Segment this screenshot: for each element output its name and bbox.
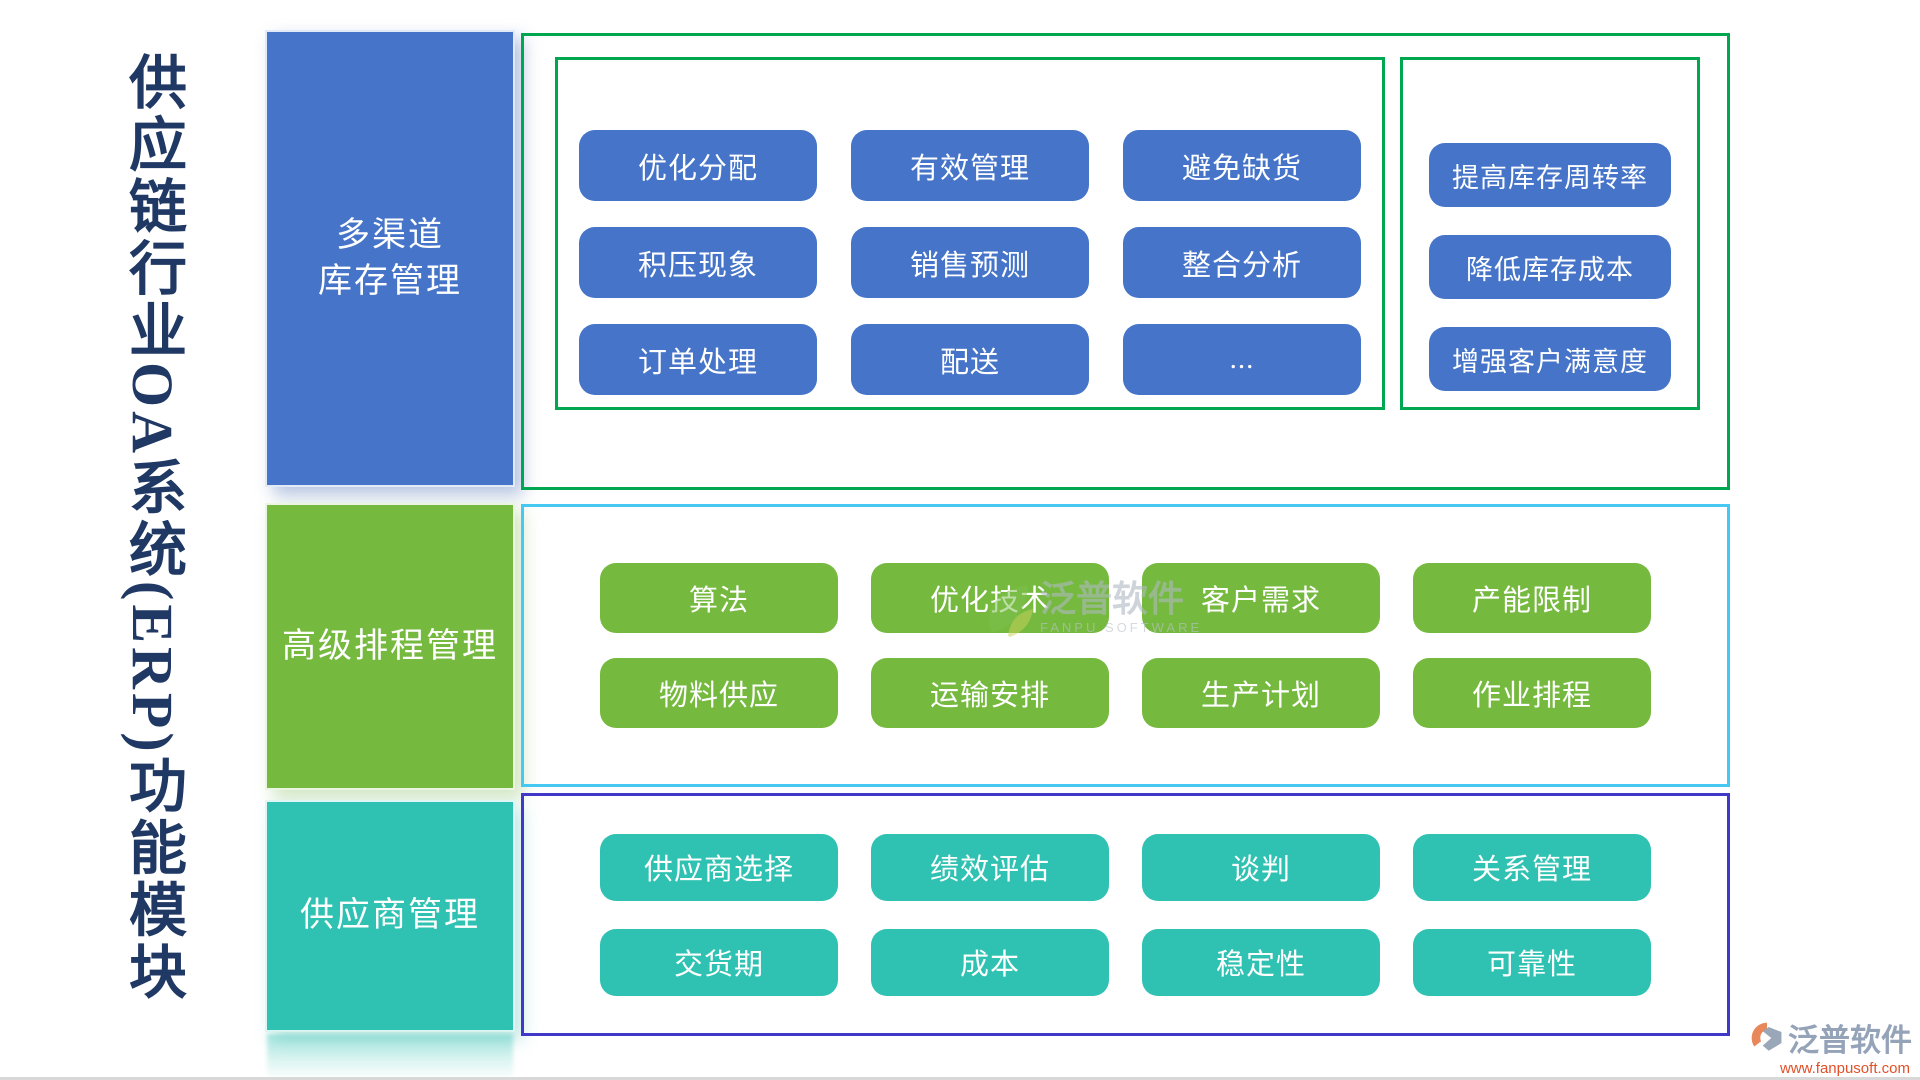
inventory-item: 积压现象 <box>579 227 817 298</box>
page-title: 供应链行业OA系统(ERP)功能模块 <box>120 52 185 1004</box>
inventory-item: 销售预测 <box>851 227 1089 298</box>
section-header-inventory-line1: 多渠道 <box>336 216 444 254</box>
supplier-item: 稳定性 <box>1142 928 1380 996</box>
inventory-outcome-item: 增强客户满意度 <box>1429 327 1671 391</box>
inventory-outcome-box: 提高库存周转率 降低库存成本 增强客户满意度 <box>1400 57 1700 410</box>
scheduling-item: 客户需求 <box>1142 563 1380 633</box>
section-header-scheduling-label: 高级排程管理 <box>282 627 498 665</box>
inventory-item: 优化分配 <box>579 130 817 201</box>
section-header-scheduling: 高级排程管理 <box>265 503 515 790</box>
supplier-grid: 供应商选择 绩效评估 谈判 关系管理 交货期 成本 稳定性 可靠性 <box>524 796 1727 1033</box>
supplier-item: 可靠性 <box>1413 928 1651 996</box>
scheduling-item: 生产计划 <box>1142 658 1380 728</box>
inventory-outcome-item: 降低库存成本 <box>1429 235 1671 299</box>
scheduling-item: 算法 <box>600 563 838 633</box>
supplier-item: 关系管理 <box>1413 833 1651 901</box>
scheduling-item: 产能限制 <box>1413 563 1651 633</box>
corner-watermark: 泛普软件 www.fanpusoft.com <box>1750 1021 1912 1076</box>
scheduling-item: 运输安排 <box>871 658 1109 728</box>
scheduling-content-box: 算法 优化技术 客户需求 产能限制 物料供应 运输安排 生产计划 作业排程 <box>521 504 1730 787</box>
inventory-grid-box: 优化分配 有效管理 避免缺货 积压现象 销售预测 整合分析 订单处理 配送 ..… <box>555 57 1385 410</box>
section-header-supplier: 供应商管理 <box>265 800 515 1032</box>
inventory-item: 配送 <box>851 324 1089 395</box>
inventory-item: 有效管理 <box>851 130 1089 201</box>
inventory-content-box: 优化分配 有效管理 避免缺货 积压现象 销售预测 整合分析 订单处理 配送 ..… <box>521 33 1730 490</box>
supplier-item: 绩效评估 <box>871 833 1109 901</box>
supplier-content-box: 供应商选择 绩效评估 谈判 关系管理 交货期 成本 稳定性 可靠性 <box>521 793 1730 1036</box>
section-header-inventory-line2: 库存管理 <box>318 262 462 300</box>
scheduling-grid: 算法 优化技术 客户需求 产能限制 物料供应 运输安排 生产计划 作业排程 <box>524 507 1727 784</box>
section-header-supplier-label: 供应商管理 <box>300 897 480 935</box>
bottom-divider <box>0 1077 1920 1080</box>
inventory-item: 避免缺货 <box>1123 130 1361 201</box>
scheduling-item: 作业排程 <box>1413 658 1651 728</box>
inventory-item: 订单处理 <box>579 324 817 395</box>
corner-watermark-brand: 泛普软件 <box>1788 1022 1912 1058</box>
fanpu-logo-icon <box>1750 1021 1784 1059</box>
scheduling-item: 优化技术 <box>871 563 1109 633</box>
supplier-item: 供应商选择 <box>600 833 838 901</box>
inventory-item-ellipsis: ... <box>1123 324 1361 395</box>
corner-watermark-url: www.fanpusoft.com <box>1779 1060 1910 1077</box>
inventory-item: 整合分析 <box>1123 227 1361 298</box>
supplier-item: 成本 <box>871 928 1109 996</box>
scheduling-item: 物料供应 <box>600 658 838 728</box>
inventory-outcome-item: 提高库存周转率 <box>1429 143 1671 207</box>
supplier-item: 谈判 <box>1142 833 1380 901</box>
section-header-inventory: 多渠道 库存管理 <box>265 30 515 487</box>
supplier-item: 交货期 <box>600 928 838 996</box>
